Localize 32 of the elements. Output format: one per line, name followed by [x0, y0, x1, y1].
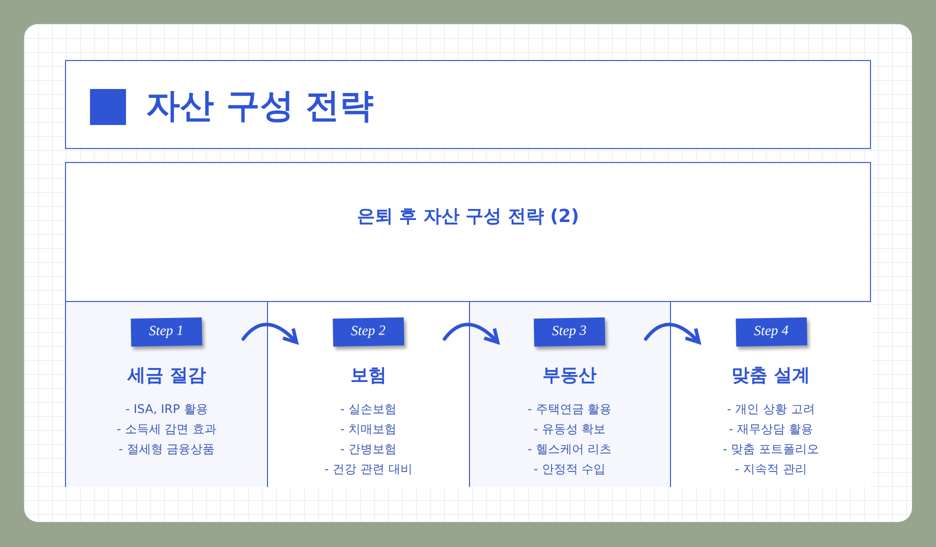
curved-arrow: [442, 322, 500, 344]
step-column: [267, 301, 468, 487]
bullet-text: - 소득세 감면 효과: [116, 421, 217, 438]
bullet-text: - 실손보험: [340, 401, 396, 418]
step-tag: Step 3: [534, 317, 606, 347]
step-heading: 세금 절감: [127, 364, 206, 388]
curved-arrow: [242, 322, 298, 344]
panel-heading: 은퇴 후 자산 구성 전략 (2): [356, 205, 580, 229]
bullet-text: - 지속적 관리: [734, 461, 807, 478]
curved-arrow: [644, 322, 701, 344]
bullet-text: - ISA, IRP 활용: [125, 401, 208, 418]
bullet-text: - 간병보험: [340, 441, 396, 458]
bullet-text: - 재무상담 활용: [728, 421, 813, 438]
bullet-text: - 주택연금 활용: [528, 401, 612, 418]
step-column: [66, 301, 268, 487]
step-tag: Step 2: [332, 317, 404, 347]
step-tag: Step 1: [131, 317, 202, 347]
bullet-text: - 헬스케어 리츠: [528, 441, 612, 458]
bullet-text: - 치매보험: [340, 421, 396, 438]
step-heading: 맞춤 설계: [732, 364, 810, 388]
bullet-text: - 건강 관련 대비: [324, 461, 412, 478]
panel: [65, 162, 871, 487]
step-tag: Step 4: [735, 317, 806, 347]
title: 자산 구성 전략: [146, 85, 374, 128]
step-column: [468, 301, 670, 487]
step-heading: 부동산: [542, 364, 597, 388]
bullet-text: - 안정적 수입: [534, 461, 606, 478]
step-heading: 보험: [350, 364, 386, 388]
bullet-text: - 유동성 확보: [534, 421, 606, 438]
bullet-text: - 맞춤 포트폴리오: [722, 441, 819, 458]
bullet-text: - 절세형 금융상품: [118, 441, 215, 458]
bullet-text: - 개인 상황 고려: [726, 401, 815, 418]
